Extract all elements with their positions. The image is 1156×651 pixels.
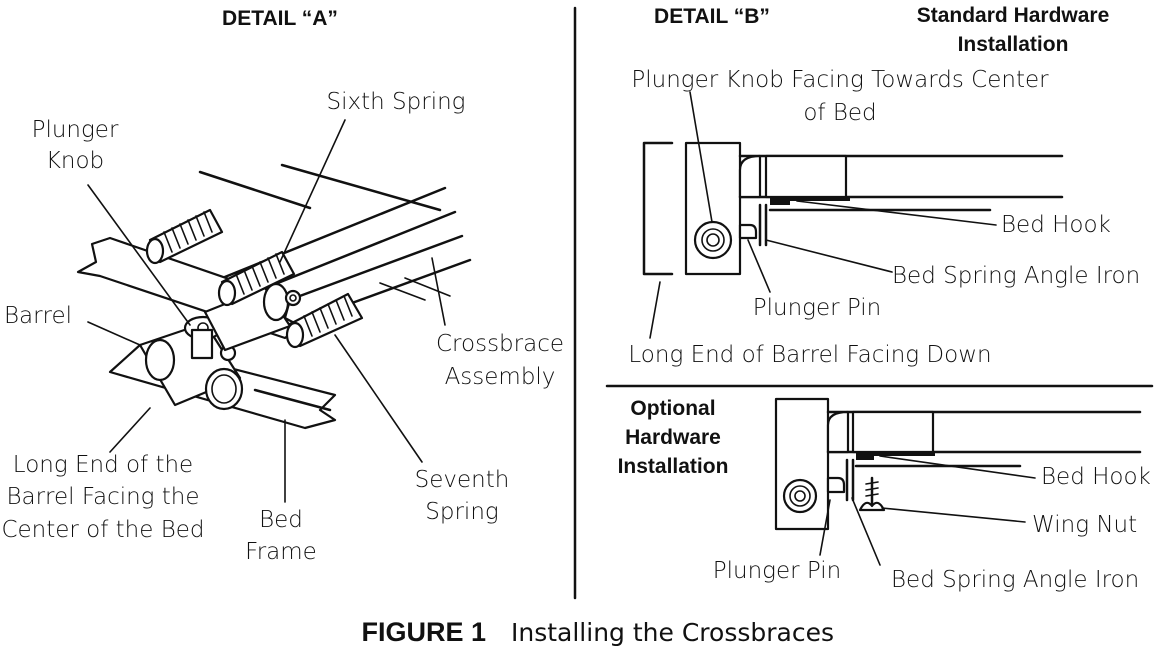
label-barrel: Barrel bbox=[4, 303, 72, 329]
label-optional-bed-hook: Bed Hook bbox=[1041, 464, 1151, 490]
label-optional-plunger-pin: Plunger Pin bbox=[713, 558, 841, 584]
detail-a-title: DETAIL “A” bbox=[222, 7, 338, 30]
standard-hardware-header: Standard Hardware bbox=[917, 4, 1110, 27]
optional-hardware-header: Optional bbox=[630, 397, 715, 420]
label-plunger-pin: Plunger Pin bbox=[753, 295, 881, 321]
label-bed-hook: Bed Hook bbox=[1001, 212, 1111, 238]
figure-number: FIGURE 1 bbox=[361, 617, 486, 647]
label-plunger-knob: Knob bbox=[46, 148, 104, 174]
label-seventh-spring: Spring bbox=[425, 499, 498, 525]
optional-hardware-header: Hardware bbox=[625, 426, 721, 449]
label-wing-nut: Wing Nut bbox=[1032, 512, 1137, 538]
label-plunger-knob-facing: of Bed bbox=[803, 100, 876, 126]
label-sixth-spring: Sixth Spring bbox=[327, 89, 466, 115]
label-plunger-knob: Plunger bbox=[32, 117, 119, 143]
label-long-end: Center of the Bed bbox=[1, 517, 204, 543]
detail-b-title: DETAIL “B” bbox=[654, 5, 770, 28]
label-bed-frame: Frame bbox=[245, 539, 317, 565]
label-plunger-knob-facing: Plunger Knob Facing Towards Center bbox=[631, 67, 1049, 93]
label-long-end-down: Long End of Barrel Facing Down bbox=[628, 342, 991, 368]
detail-b-drawing bbox=[642, 91, 1064, 339]
detail-a-drawing bbox=[76, 119, 472, 503]
label-crossbrace-assembly: Crossbrace bbox=[436, 331, 564, 357]
optional-drawing bbox=[774, 397, 1142, 566]
label-crossbrace-assembly: Assembly bbox=[445, 364, 556, 390]
label-long-end: Long End of the bbox=[13, 452, 193, 478]
label-seventh-spring: Seventh bbox=[415, 467, 510, 493]
standard-hardware-header: Installation bbox=[958, 33, 1069, 56]
label-optional-angle-iron: Bed Spring Angle Iron bbox=[891, 567, 1139, 593]
label-angle-iron: Bed Spring Angle Iron bbox=[892, 263, 1140, 289]
figure-title: Installing the Crossbraces bbox=[511, 618, 834, 647]
label-bed-frame: Bed bbox=[259, 507, 303, 533]
label-long-end: Barrel Facing the bbox=[6, 484, 199, 510]
optional-hardware-header: Installation bbox=[618, 455, 729, 478]
